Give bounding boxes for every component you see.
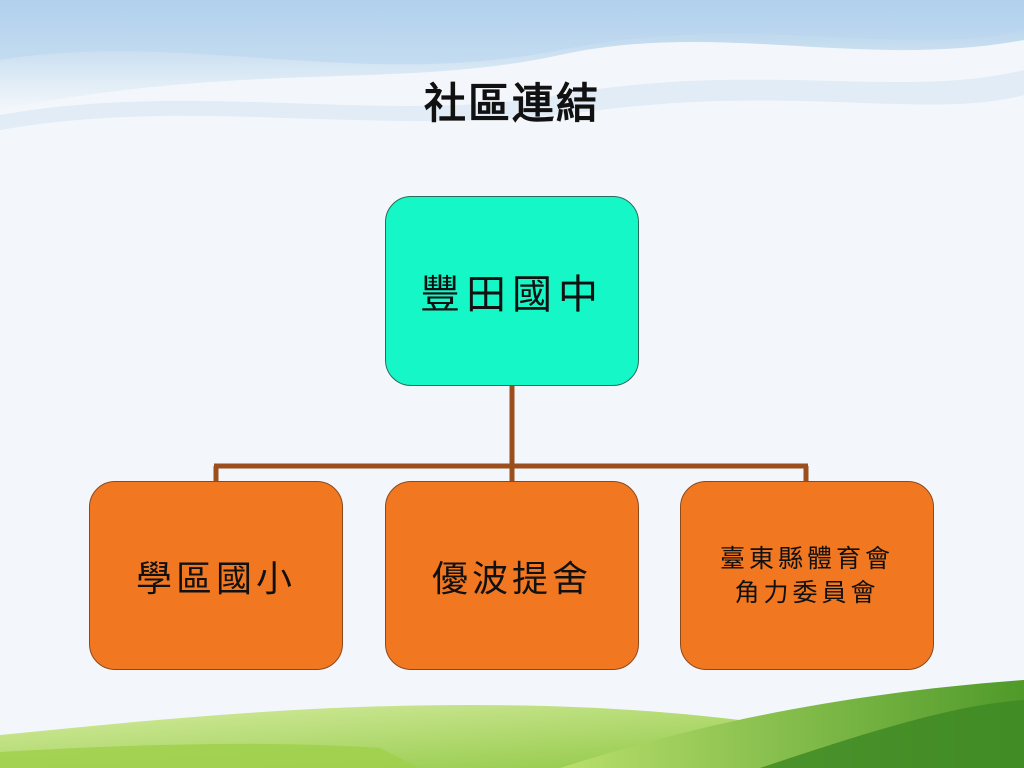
child-node-3: 臺東縣體育會 角力委員會: [680, 481, 934, 670]
child-node-2-label: 優波提舍: [431, 558, 592, 600]
child-node-3-label-line-2: 角力委員會: [734, 577, 880, 607]
root-node-label: 豐田國中: [420, 272, 604, 318]
slide-title: 社區連結: [423, 79, 600, 128]
child-node-1-label: 學區國小: [135, 558, 296, 600]
child-node-3-label-line-1: 臺東縣體育會: [719, 543, 894, 573]
child-node-2: 優波提舍: [385, 481, 639, 670]
root-node: 豐田國中: [385, 196, 639, 386]
child-node-1: 學區國小: [89, 481, 343, 670]
